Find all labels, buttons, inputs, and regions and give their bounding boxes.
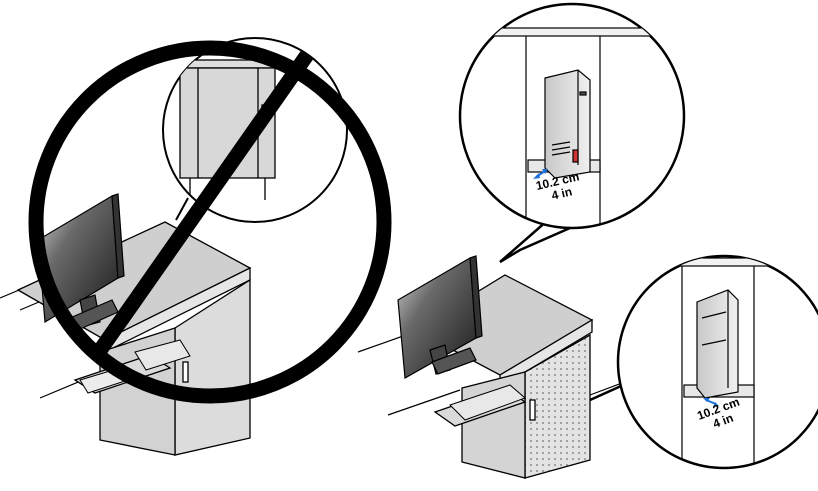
- desk-left: [16, 221, 252, 456]
- clearance-imperial-right: 4 in: [711, 411, 735, 431]
- clearance-arrow-icon: [703, 398, 719, 407]
- tower-clearance-inset-top: [458, 2, 686, 230]
- keyboard-right: [449, 384, 526, 421]
- clearance-arrow-icon: [533, 169, 548, 179]
- monitor-right: [397, 255, 483, 379]
- left-panel: [0, 37, 392, 456]
- right-panel: [357, 2, 818, 479]
- tower-clearance-inset-right: [616, 254, 818, 470]
- clearance-imperial-top: 4 in: [550, 184, 573, 202]
- prohibition-icon: [28, 40, 392, 404]
